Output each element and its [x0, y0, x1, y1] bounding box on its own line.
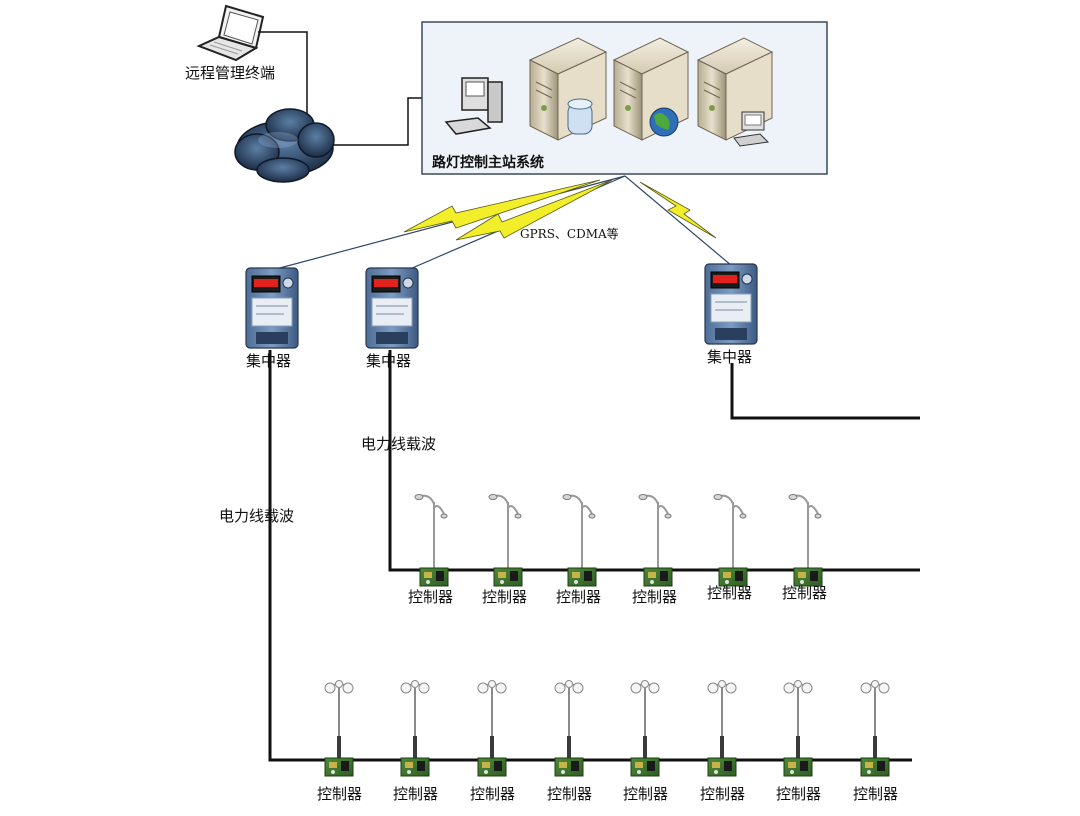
controller-board-icon [630, 757, 660, 777]
controller-label: 控制器 [632, 588, 678, 606]
concentrator-meter-icon [704, 263, 758, 345]
controller-label: 控制器 [776, 785, 822, 803]
controller-label: 控制器 [317, 785, 363, 803]
laptop-icon [196, 4, 265, 62]
street-lamp-icon [788, 494, 822, 568]
cloud-icon [234, 108, 335, 183]
street-lamp-icon [630, 680, 660, 758]
street-lamp-icon [707, 680, 737, 758]
street-lamp-icon [488, 494, 522, 568]
plc-label: 电力线载波 [361, 435, 437, 453]
controller-label: 控制器 [623, 785, 669, 803]
master-station-label: 路灯控制主站系统 [432, 155, 544, 171]
plc-cable-right [730, 363, 920, 420]
concentrator-label: 集中器 [366, 352, 412, 370]
controller-board-icon [324, 757, 354, 777]
concentrator-meter-icon [365, 267, 419, 349]
controller-board-icon [793, 567, 823, 587]
street-lamp-icon [477, 680, 507, 758]
database-server-icon [528, 37, 608, 141]
street-lamp-icon [783, 680, 813, 758]
street-lamp-icon [554, 680, 584, 758]
controller-label: 控制器 [556, 588, 602, 606]
controller-board-icon [783, 757, 813, 777]
app-server-icon [696, 37, 774, 147]
workstation-icon [444, 77, 503, 135]
controller-board-icon [400, 757, 430, 777]
controller-label: 控制器 [408, 588, 454, 606]
controller-board-icon [567, 567, 597, 587]
lightning-bolt-icon [639, 181, 717, 239]
concentrator-meter-icon [245, 267, 299, 349]
plc-cable-upper [388, 350, 920, 572]
controller-board-icon [718, 567, 748, 587]
cloud-link [333, 97, 422, 146]
controller-board-icon [707, 757, 737, 777]
controller-board-icon [477, 757, 507, 777]
street-lamp-icon [562, 494, 596, 568]
controller-board-icon [493, 567, 523, 587]
street-lamp-icon [414, 494, 448, 568]
controller-label: 控制器 [853, 785, 899, 803]
controller-label: 控制器 [700, 785, 746, 803]
controller-board-icon [419, 567, 449, 587]
remote-terminal-label: 远程管理终端 [185, 64, 276, 82]
street-lamp-icon [638, 494, 672, 568]
controller-label: 控制器 [482, 588, 528, 606]
laptop-link [258, 31, 308, 116]
street-lamp-icon [713, 494, 747, 568]
wireless-link-label: GPRS、CDMA等 [520, 227, 619, 241]
plc-label: 电力线载波 [219, 507, 295, 525]
controller-label: 控制器 [393, 785, 439, 803]
street-lamp-icon [860, 680, 890, 758]
plc-cable-lower [268, 350, 912, 762]
concentrator-label: 集中器 [707, 348, 753, 366]
web-server-icon [612, 37, 690, 141]
controller-label: 控制器 [782, 584, 828, 602]
lightning-bolt-icon [455, 179, 613, 241]
lightning-bolt-icon [403, 179, 601, 233]
controller-board-icon [554, 757, 584, 777]
wireless-line-3 [624, 175, 733, 267]
controller-label: 控制器 [547, 785, 593, 803]
concentrator-label: 集中器 [246, 352, 292, 370]
wireless-line-1 [275, 175, 626, 270]
controller-label: 控制器 [707, 584, 753, 602]
controller-board-icon [643, 567, 673, 587]
street-lamp-icon [400, 680, 430, 758]
street-lamp-icon [324, 680, 354, 758]
controller-board-icon [860, 757, 890, 777]
controller-label: 控制器 [470, 785, 516, 803]
